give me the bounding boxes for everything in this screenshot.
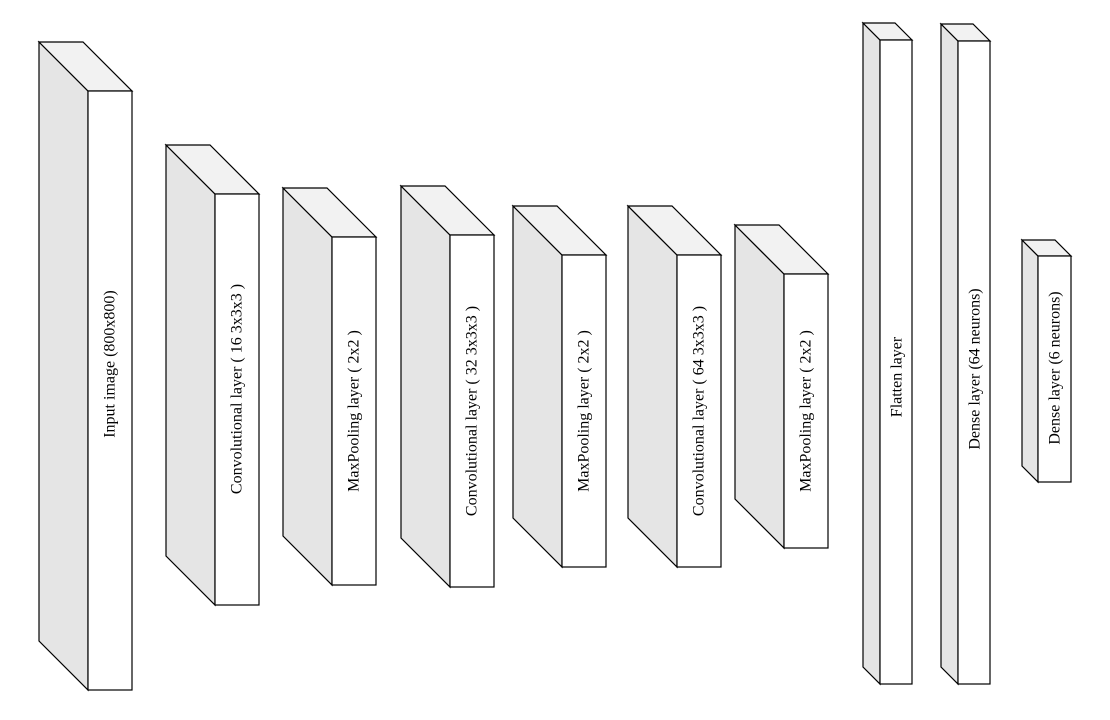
layer-front-face: [87, 90, 133, 691]
layer-conv-64: Convolutional layer ( 64 3x3x3 ): [626, 204, 723, 569]
layer-side-face: [862, 21, 881, 686]
layer-label: Dense layer (6 neurons): [1047, 291, 1064, 444]
layer-maxpool-1: MaxPooling layer ( 2x2 ): [281, 186, 378, 587]
layer-side-face: [1021, 238, 1039, 484]
layer-side-face: [282, 186, 333, 587]
layer-side-face: [512, 204, 563, 569]
layer-label: Convolutional layer ( 16 3x3x3 ): [229, 284, 246, 494]
layer-dense-64: Dense layer (64 neurons): [939, 22, 992, 686]
layer-front-face: [957, 40, 991, 685]
layer-label: MaxPooling layer ( 2x2 ): [576, 330, 593, 492]
layer-side-face: [940, 22, 959, 686]
layer-side-face: [165, 143, 216, 607]
layer-conv-32: Convolutional layer ( 32 3x3x3 ): [399, 184, 496, 589]
layer-side-face: [38, 40, 89, 692]
layer-label: Convolutional layer ( 32 3x3x3 ): [464, 306, 481, 516]
layer-label: Dense layer (64 neurons): [967, 288, 984, 449]
layer-front-face: [561, 254, 607, 568]
layer-maxpool-3: MaxPooling layer ( 2x2 ): [733, 223, 830, 550]
layer-dense-6: Dense layer (6 neurons): [1020, 238, 1073, 484]
layer-input-image: Input image (800x800): [37, 40, 134, 692]
layer-front-face: [449, 234, 495, 588]
layer-side-face: [627, 204, 678, 569]
layer-label: Convolutional layer ( 64 3x3x3 ): [691, 306, 708, 516]
layer-conv-16: Convolutional layer ( 16 3x3x3 ): [164, 143, 261, 607]
layer-maxpool-2: MaxPooling layer ( 2x2 ): [511, 204, 608, 569]
layer-side-face: [734, 223, 785, 550]
layer-front-face: [331, 236, 377, 586]
layer-front-face: [214, 193, 260, 606]
layer-front-face: [1037, 255, 1072, 483]
layer-side-face: [400, 184, 451, 589]
layer-label: Flatten layer: [889, 336, 906, 417]
layer-label: MaxPooling layer ( 2x2 ): [798, 330, 815, 492]
layer-label: MaxPooling layer ( 2x2 ): [346, 330, 363, 492]
layer-front-face: [879, 39, 913, 685]
layer-front-face: [676, 254, 722, 568]
layer-front-face: [783, 273, 829, 549]
layer-label: Input image (800x800): [102, 290, 119, 438]
layer-flatten: Flatten layer: [861, 21, 914, 686]
